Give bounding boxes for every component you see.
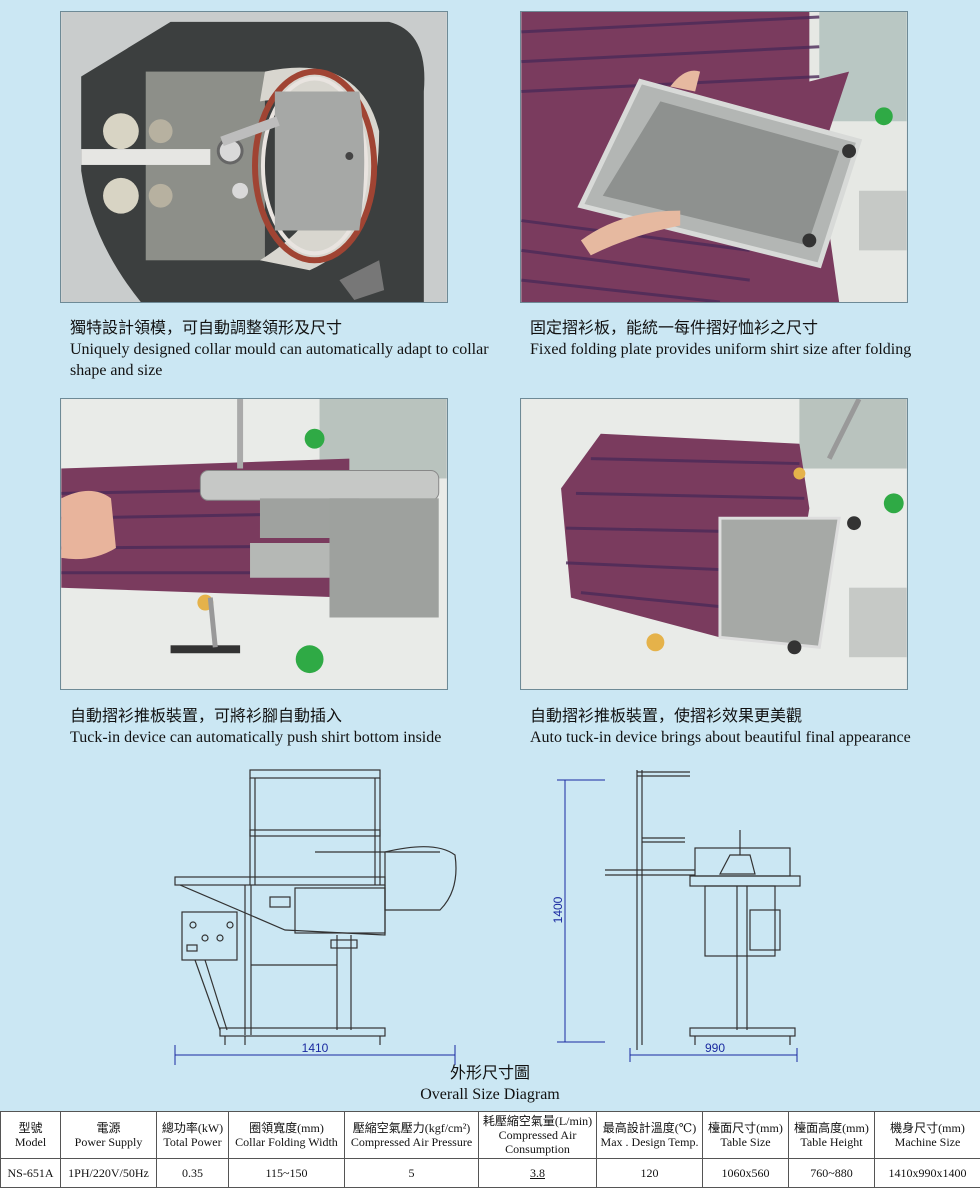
caption-en: Auto tuck-in device brings about beautif… [530,727,975,748]
spec-cell-air-consumption: 3.8 [479,1159,597,1188]
caption-zh: 固定摺衫板，能統一每件摺好恤衫之尺寸 [530,318,930,339]
collar-mould-photo [60,11,448,303]
spec-cell-collar-width: 115~150 [229,1159,345,1188]
depth-dimension-label: 990 [705,1041,725,1055]
caption-tuck-in-device: 自動摺衫推板裝置，可將衫腳自動插入 Tuck-in device can aut… [70,706,520,748]
spec-cell-total-power: 0.35 [157,1159,229,1188]
spec-header-max-temp: 最高設計溫度(℃)Max . Design Temp. [597,1112,703,1159]
caption-en: Fixed folding plate provides uniform shi… [530,339,930,360]
spec-cell-table-size: 1060x560 [703,1159,789,1188]
tuck-in-result-photo [520,398,908,690]
folding-plate-photo [520,11,908,303]
width-dimension-label: 1410 [302,1041,329,1055]
caption-zh: 自動摺衫推板裝置，使摺衫效果更美觀 [530,706,975,727]
caption-collar-mould: 獨特設計領模，可自動調整領形及尺寸 Uniquely designed coll… [70,318,510,381]
spec-header-air-consumption: 耗壓縮空氣量(L/min)Compressed Air Consumption [479,1112,597,1159]
caption-folding-plate: 固定摺衫板，能統一每件摺好恤衫之尺寸 Fixed folding plate p… [530,318,930,360]
spec-cell-power-supply: 1PH/220V/50Hz [61,1159,157,1188]
caption-en: Uniquely designed collar mould can autom… [70,339,510,381]
caption-zh: 獨特設計領模，可自動調整領形及尺寸 [70,318,510,339]
spec-header-machine-size: 機身尺寸(mm)Machine Size [875,1112,980,1159]
spec-header-total-power: 總功率(kW)Total Power [157,1112,229,1159]
diagram-title-en: Overall Size Diagram [0,1085,980,1105]
spec-header-air-pressure: 壓縮空氣壓力(kgf/cm²)Compressed Air Pressure [345,1112,479,1159]
caption-tuck-in-result: 自動摺衫推板裝置，使摺衫效果更美觀 Auto tuck-in device br… [530,706,975,748]
spec-header-table-height: 檯面高度(mm)Table Height [789,1112,875,1159]
spec-header-table-size: 檯面尺寸(mm)Table Size [703,1112,789,1159]
spec-data-row: NS-651A 1PH/220V/50Hz 0.35 115~150 5 3.8… [1,1159,980,1188]
caption-zh: 自動摺衫推板裝置，可將衫腳自動插入 [70,706,520,727]
front-view-diagram: 1410 [165,760,475,1070]
spec-cell-air-pressure: 5 [345,1159,479,1188]
spec-cell-max-temp: 120 [597,1159,703,1188]
spec-cell-table-height: 760~880 [789,1159,875,1188]
height-dimension-label: 1400 [551,896,565,923]
spec-header-collar-width: 圈領寬度(mm)Collar Folding Width [229,1112,345,1159]
tuck-in-device-photo [60,398,448,690]
side-view-diagram: 1400 990 [545,760,815,1070]
diagram-title-zh: 外形尺寸圖 [0,1064,980,1084]
caption-en: Tuck-in device can automatically push sh… [70,727,520,748]
spec-cell-machine-size: 1410x990x1400 [875,1159,980,1188]
spec-cell-model: NS-651A [1,1159,61,1188]
